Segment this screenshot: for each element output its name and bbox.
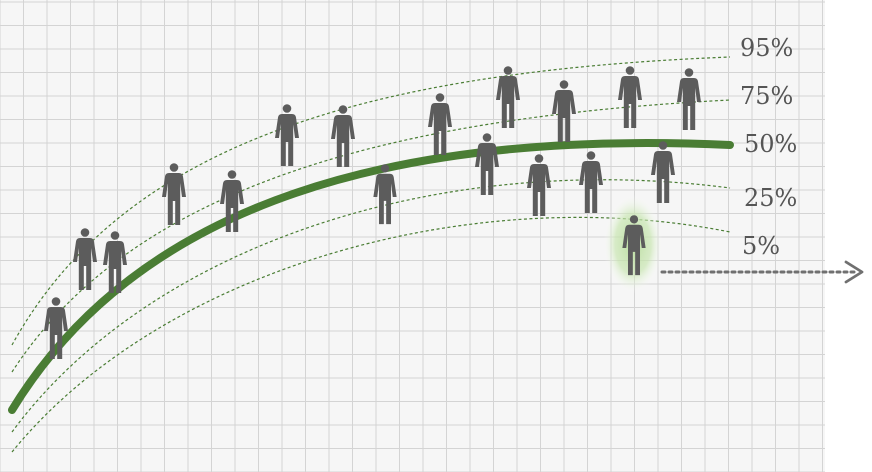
label-25: 25% bbox=[744, 184, 797, 212]
dotted-arrow-right-icon bbox=[660, 260, 864, 284]
label-95: 95% bbox=[740, 34, 793, 62]
label-5: 5% bbox=[742, 232, 780, 260]
label-75: 75% bbox=[740, 82, 793, 110]
grid bbox=[0, 0, 825, 472]
median-curve-50 bbox=[8, 139, 734, 414]
percentile-curve-75 bbox=[11, 99, 731, 373]
percentile-curve-25 bbox=[11, 179, 731, 433]
percentile-curve-95 bbox=[11, 56, 731, 346]
label-50: 50% bbox=[744, 130, 797, 158]
